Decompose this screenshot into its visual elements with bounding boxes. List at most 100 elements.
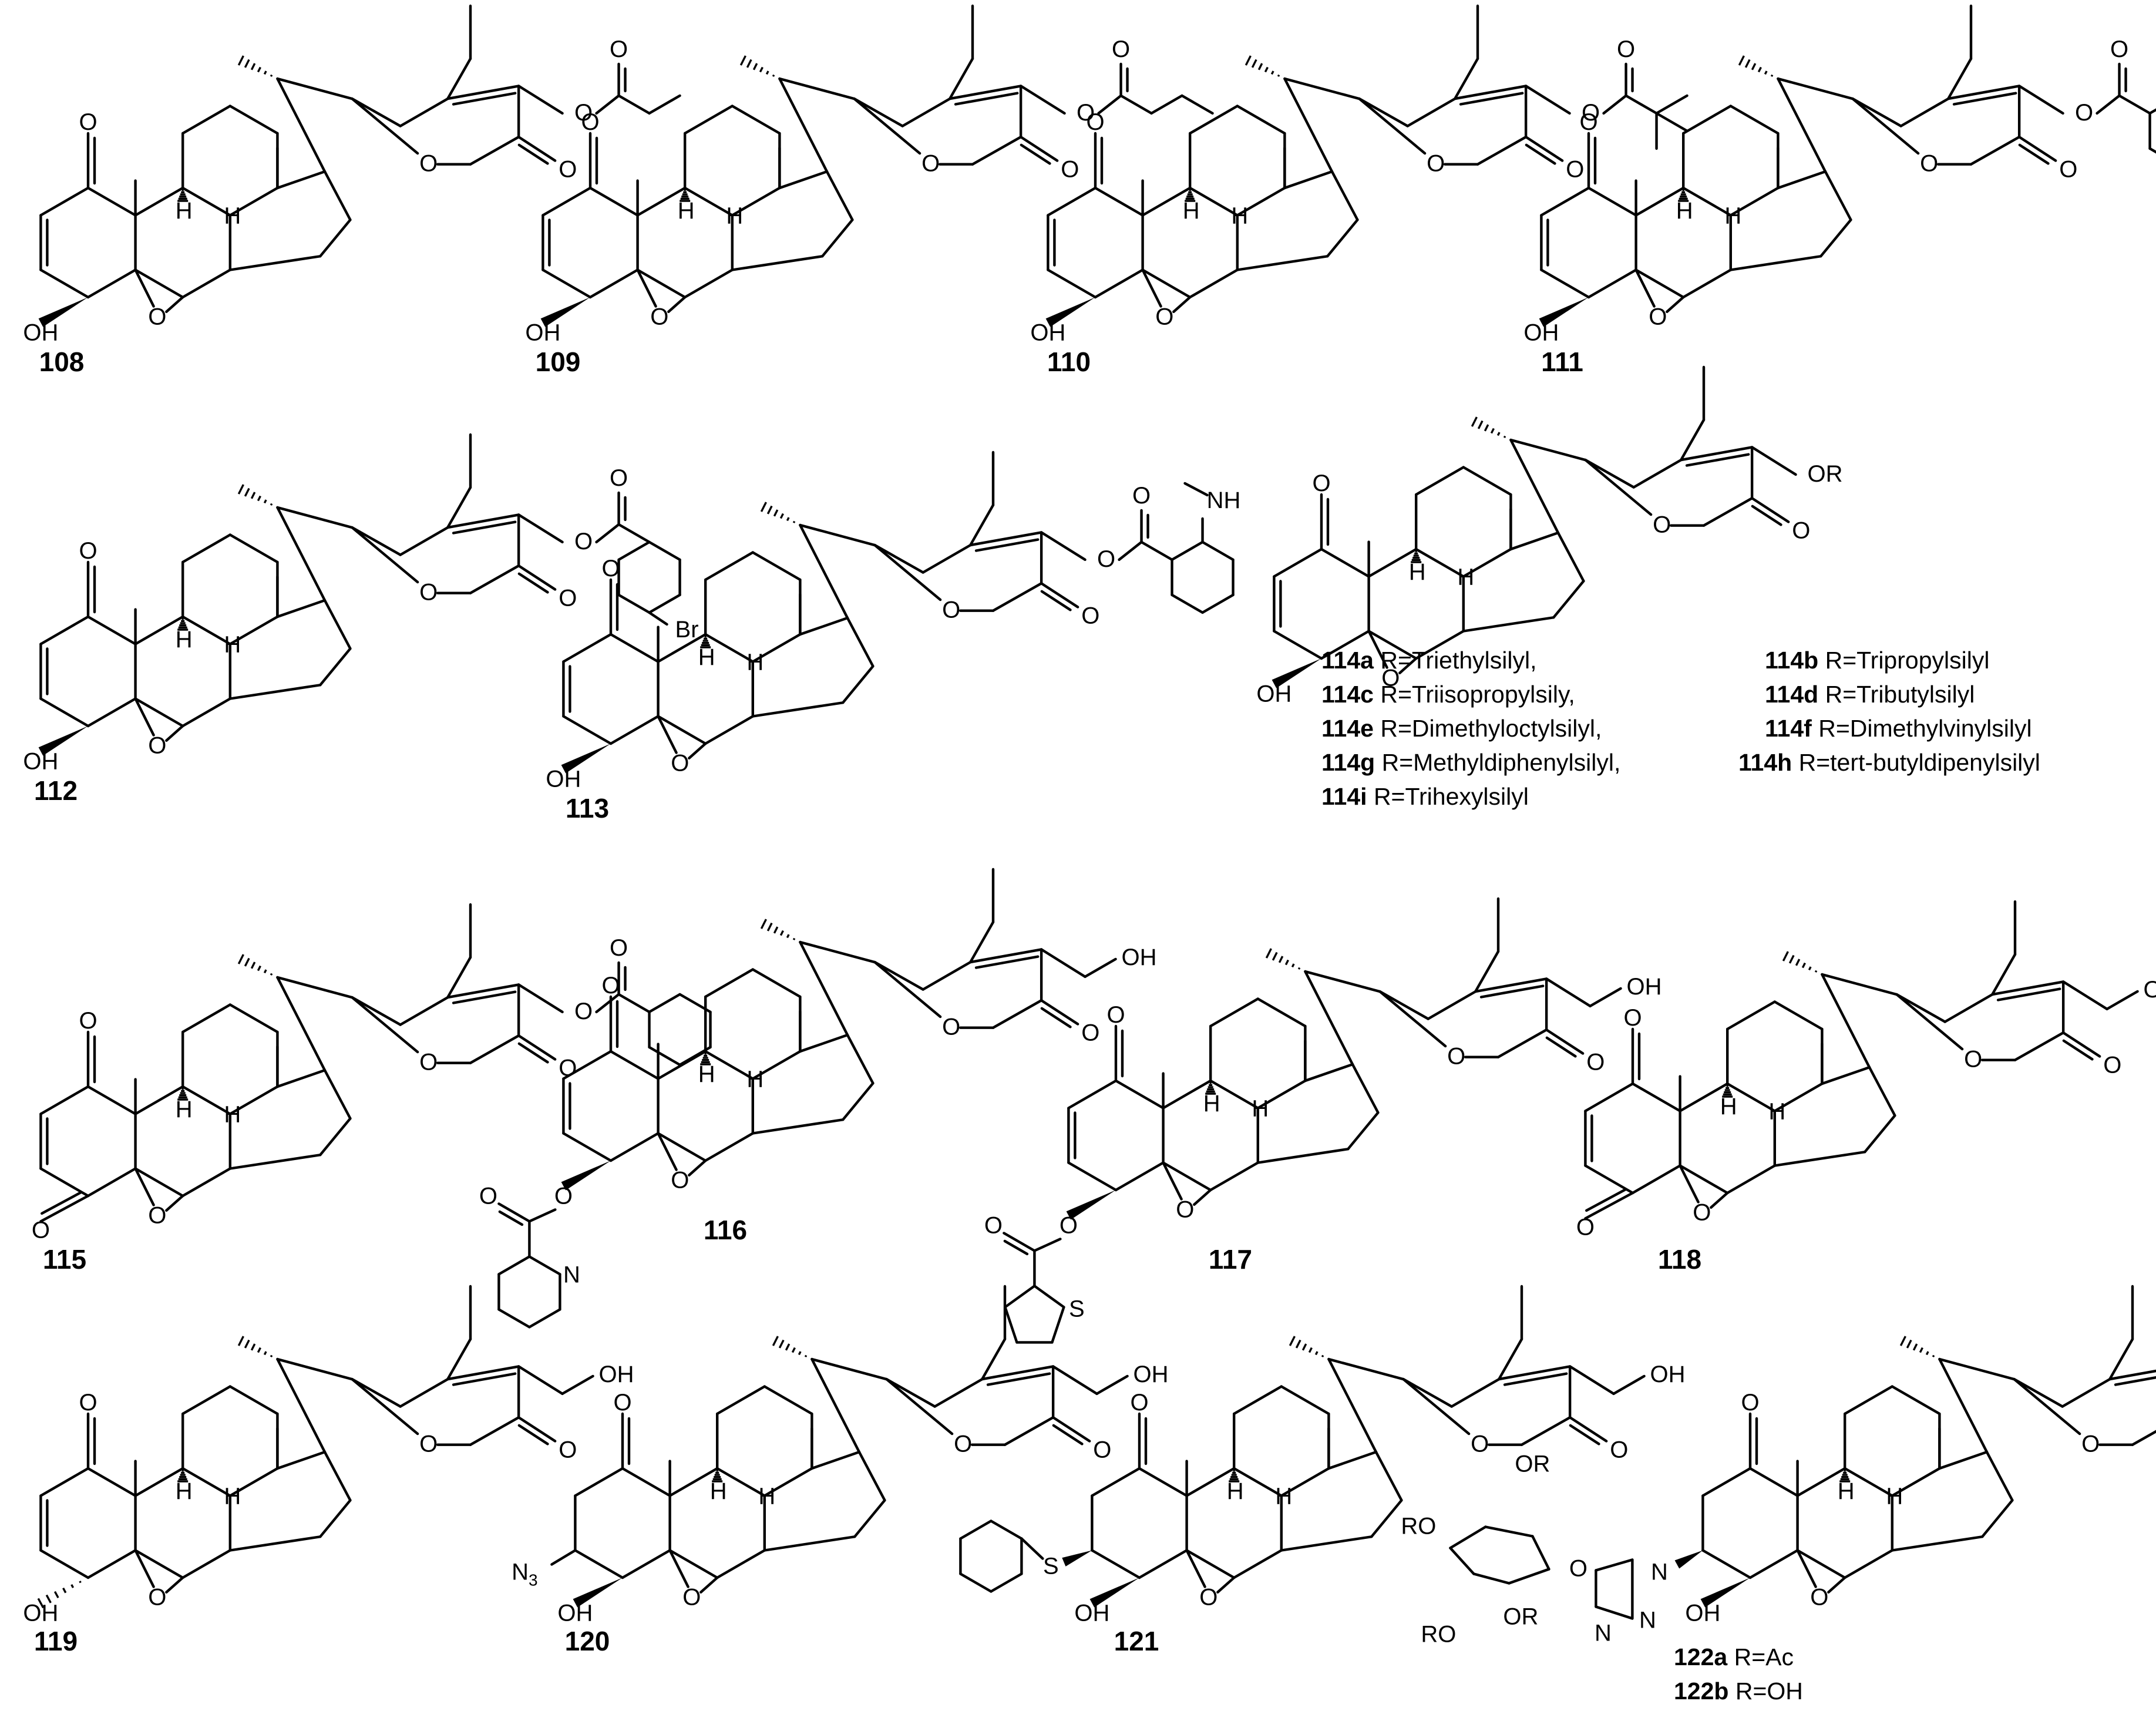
- bond: [933, 1377, 984, 1408]
- c27-methyl: [969, 503, 995, 547]
- ring-a-bond: [1067, 1161, 1118, 1192]
- bond: [469, 135, 520, 166]
- bond: [1141, 268, 1192, 299]
- lactone-carbonyl-oxygen: O: [2103, 1052, 2121, 1078]
- epoxide-bond: [165, 295, 184, 313]
- ring-a-bond: [39, 615, 90, 646]
- bond: [134, 186, 184, 217]
- c4-hydroxyl: OH: [1685, 1600, 1720, 1626]
- bond: [228, 186, 279, 217]
- bond: [228, 1085, 279, 1115]
- sugar-ring-bond: [1449, 1525, 1487, 1549]
- c4-hydroxyl: OH: [23, 1600, 58, 1626]
- c20-bond: [1938, 1357, 1989, 1454]
- ester-oxygen: O: [574, 999, 593, 1024]
- compound-label-120: 120: [565, 1626, 610, 1656]
- bond: [715, 1467, 766, 1497]
- epoxide-bond: [699, 1576, 719, 1594]
- bond: [1232, 1467, 1283, 1497]
- bond: [181, 533, 231, 564]
- ring-a-bond: [1091, 1549, 1141, 1579]
- lactone-carbonyl-bond: [1019, 135, 1059, 162]
- c4-carbonyl-bond: [1584, 1191, 1634, 1220]
- bond: [1185, 1549, 1236, 1579]
- ring-a-bond: [609, 715, 660, 745]
- bond: [1095, 1374, 1129, 1396]
- bond: [1462, 547, 1512, 578]
- c27-methyl: [1991, 953, 2017, 996]
- lactone-carbonyl-bond: [1051, 1416, 1091, 1443]
- c9-hashed-bond: [177, 617, 189, 631]
- c24-c25-double-bond: [1454, 85, 1528, 100]
- epoxide-bond: [165, 724, 184, 742]
- thiophene-bond: [1004, 1285, 1036, 1309]
- c8-hydrogen: H: [1457, 564, 1474, 590]
- bond: [1821, 1065, 1871, 1085]
- epoxide-bond: [1398, 657, 1418, 675]
- double-bond-inner: [974, 955, 1040, 969]
- bond: [1414, 547, 1465, 578]
- double-bond-inner: [1052, 1424, 1084, 1446]
- bond: [657, 715, 707, 745]
- ring-a-bond: [574, 1467, 624, 1497]
- epoxide-bond: [688, 1159, 707, 1177]
- legend-114e: 114e R=Dimethyloctylsilyl,: [1321, 715, 1602, 742]
- c8-hydrogen: H: [1275, 1484, 1292, 1510]
- c8-hydrogen: H: [224, 1484, 241, 1510]
- bond: [1414, 466, 1465, 496]
- lactone-ring-oxygen: O: [942, 1014, 960, 1040]
- or-group: OR: [1808, 461, 1843, 487]
- lactone-carbonyl-bond: [1040, 582, 1079, 609]
- lactone-carbonyl-oxygen: O: [1061, 156, 1079, 182]
- ring-a-bond: [588, 186, 639, 217]
- ester-bond: [1602, 94, 1627, 115]
- bond: [228, 1535, 322, 1552]
- epoxide-oxygen: O: [671, 751, 689, 776]
- bond: [1232, 1549, 1283, 1579]
- lactone-ring-oxygen: O: [1447, 1044, 1465, 1070]
- bond: [1141, 186, 1192, 217]
- epoxide-bond: [636, 268, 657, 308]
- c4-wedge-bond: [1045, 297, 1095, 327]
- epoxide-bond: [1827, 1576, 1846, 1594]
- bond: [351, 1377, 402, 1408]
- c8-hydrogen: H: [1724, 203, 1741, 229]
- bond: [1552, 580, 1585, 619]
- bond: [842, 1082, 874, 1121]
- bromophenyl-bond: [617, 593, 651, 614]
- bond: [351, 97, 419, 155]
- bond: [1843, 1549, 1894, 1579]
- bond: [704, 1050, 755, 1080]
- lactone-ring-oxygen: O: [1653, 512, 1671, 538]
- epoxide-oxygen: O: [1199, 1585, 1217, 1611]
- sugar-c2-or: OR: [1503, 1604, 1538, 1630]
- bond: [1726, 1164, 1777, 1195]
- bond: [1402, 1377, 1471, 1436]
- c20-bond: [1283, 77, 1334, 173]
- bond: [228, 1385, 279, 1416]
- bond: [873, 960, 942, 1018]
- c27-hydroxyl: OH: [1627, 974, 1662, 1000]
- c8-hydrogen: H: [746, 1067, 763, 1093]
- epoxide-oxygen: O: [650, 304, 668, 330]
- bond: [1981, 1499, 2014, 1538]
- double-bond-inner: [1685, 453, 1750, 467]
- phenyl-bond: [959, 1520, 993, 1540]
- bromophenyl-bond: [617, 540, 651, 562]
- ring-a-bond: [39, 1549, 90, 1579]
- bond: [617, 523, 651, 544]
- c21-hashed-methyl: [1782, 951, 1818, 973]
- double-bond-inner: [1479, 984, 1545, 999]
- ring-a-bond: [574, 1549, 624, 1579]
- bond: [1843, 1467, 1894, 1497]
- bond: [901, 97, 951, 127]
- c20-bond: [810, 1357, 861, 1454]
- bond: [595, 523, 620, 544]
- bond: [853, 1499, 886, 1538]
- ring-a-bond: [1584, 1082, 1634, 1112]
- bond: [873, 543, 942, 601]
- bond: [1180, 94, 1214, 115]
